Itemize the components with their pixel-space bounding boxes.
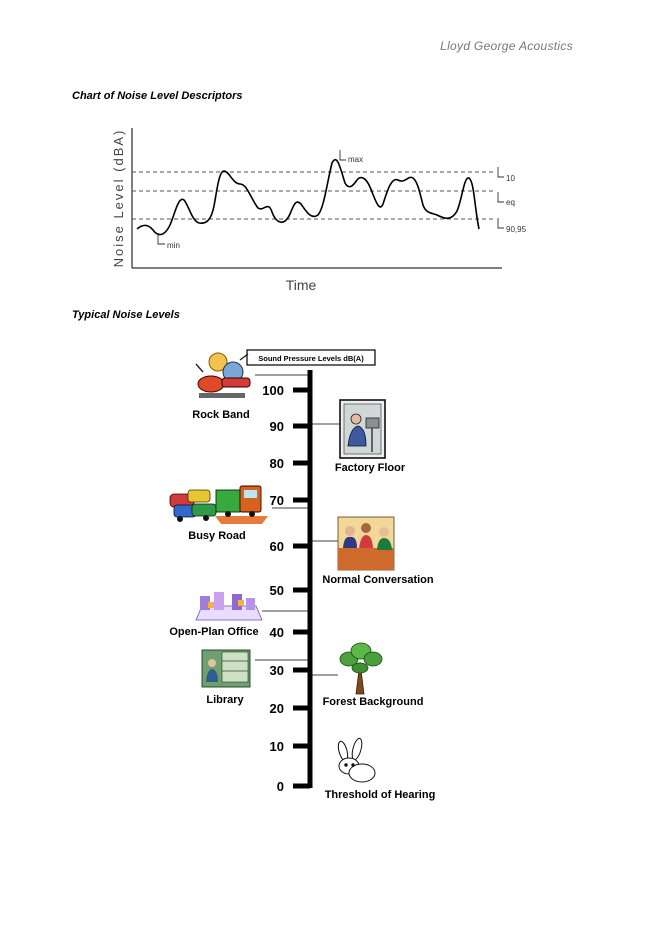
traffic-icon: [169, 485, 268, 524]
threshold-of-hearing-label: Threshold of Hearing: [325, 789, 436, 801]
tick-label: 50: [270, 583, 284, 598]
tick-label: 20: [270, 701, 284, 716]
tick-label: 70: [270, 493, 284, 508]
noise-descriptor-chart: L max L 10 L eq L 90,95 L min Noise Leve…: [111, 128, 527, 293]
busy-road-label: Busy Road: [188, 530, 245, 542]
rabbit-icon: [337, 737, 376, 783]
noise-trace-line: [136, 158, 480, 236]
tick-label: 0: [277, 779, 284, 794]
noise-descriptors-title: Chart of Noise Level Descriptors: [72, 90, 243, 102]
svg-text:min: min: [167, 241, 180, 250]
tick-label: 30: [270, 663, 284, 678]
svg-text:10: 10: [506, 174, 515, 183]
company-name: Lloyd George Acoustics: [440, 39, 573, 53]
l9095-label: L 90,95: [497, 218, 527, 234]
forest-background-label: Forest Background: [323, 696, 424, 708]
conversation-icon: [337, 516, 395, 571]
library-label: Library: [206, 694, 244, 706]
rock-band-label: Rock Band: [192, 409, 249, 421]
noise-level-scale: Sound Pressure Levels dB(A) 100 90 80 70…: [169, 349, 436, 801]
scale-title: Sound Pressure Levels dB(A): [258, 354, 364, 363]
svg-text:eq: eq: [506, 198, 515, 207]
tick-label: 80: [270, 456, 284, 471]
tick-label: 60: [270, 539, 284, 554]
typical-noise-levels-title: Typical Noise Levels: [72, 309, 180, 321]
scale-ticks: [293, 387, 310, 789]
chart-x-axis-label: Time: [286, 277, 317, 293]
normal-conversation-label: Normal Conversation: [322, 574, 434, 586]
rock-band-icon: [195, 352, 251, 398]
tree-icon: [339, 642, 383, 695]
svg-text:90,95: 90,95: [506, 225, 527, 234]
tick-label: 100: [262, 383, 284, 398]
office-icon: [195, 592, 263, 621]
lmin-label: L min: [157, 233, 180, 250]
tick-label: 10: [270, 739, 284, 754]
open-plan-office-label: Open-Plan Office: [169, 626, 258, 638]
l10-label: L 10: [497, 167, 515, 183]
factory-worker-icon: [339, 399, 386, 459]
tick-label: 90: [270, 419, 284, 434]
library-icon: [201, 649, 251, 688]
svg-text:max: max: [348, 155, 363, 164]
factory-floor-label: Factory Floor: [335, 462, 406, 474]
connector-lines: [255, 374, 340, 676]
tick-label: 40: [270, 625, 284, 640]
scale-title-box: [246, 349, 376, 366]
chart-y-axis-label: Noise Level (dBA): [111, 129, 126, 268]
leq-label: L eq: [497, 192, 515, 207]
lmax-label: L max: [339, 150, 363, 164]
